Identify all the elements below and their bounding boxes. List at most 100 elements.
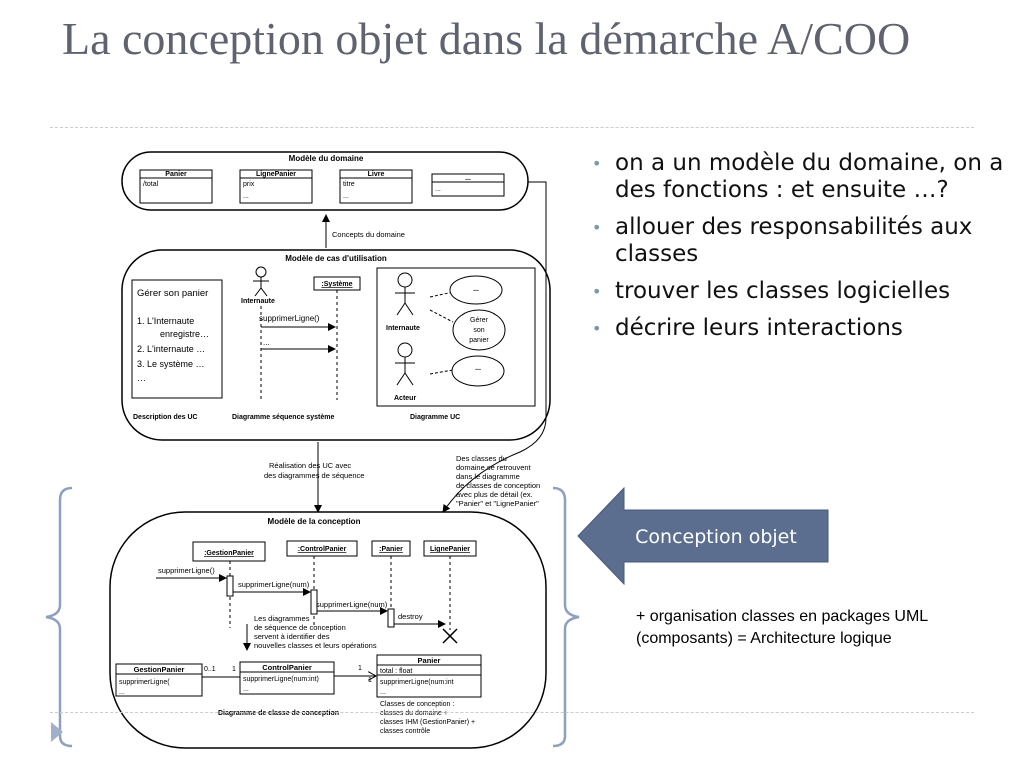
concepts-label: Concepts du domaine bbox=[332, 230, 405, 239]
multiplicity: 1 bbox=[358, 665, 362, 672]
realisation-note: Réalisation des UC avec bbox=[269, 461, 351, 470]
design-classes-text: classes du domaine + bbox=[380, 710, 448, 717]
domain-class-panier: Panier /total bbox=[139, 169, 213, 204]
ssd-msg-label: supprimerLigne() bbox=[259, 314, 320, 323]
corner-triangle-icon bbox=[51, 722, 63, 742]
bullet-dot-icon: • bbox=[592, 282, 602, 301]
bullet-item: • trouver les classes logicielles bbox=[592, 278, 1012, 305]
ucd-caption: Diagramme UC bbox=[410, 414, 460, 421]
classes-note: dans le diagramme bbox=[456, 472, 520, 481]
seq-activation bbox=[310, 589, 318, 615]
class-attr: /total bbox=[143, 181, 159, 188]
multiplicity: 1 bbox=[368, 677, 372, 684]
design-note: servent à identifier des bbox=[254, 632, 330, 641]
classes-note: avec plus de détail (ex. bbox=[456, 490, 533, 499]
class-name: Panier bbox=[165, 171, 187, 178]
bullet-dot-icon: • bbox=[592, 154, 602, 173]
class-name: ... bbox=[465, 175, 471, 182]
seq-msg-label: supprimerLigne() bbox=[158, 566, 215, 575]
classes-note: domaine se retrouvent bbox=[456, 463, 532, 472]
right-brace-icon bbox=[552, 486, 580, 748]
seq-object-label: :ControlPanier bbox=[298, 546, 347, 553]
class-name: LignePanier bbox=[256, 171, 296, 178]
class-name: ControlPanier bbox=[262, 663, 312, 672]
classes-note: "Panier" et "LignePanier" bbox=[456, 499, 539, 508]
class-more: ... bbox=[243, 686, 249, 693]
ucd-link bbox=[429, 309, 454, 323]
design-caption: Diagramme de classe de conception bbox=[218, 710, 339, 717]
design-note: de séquence de conception bbox=[254, 623, 346, 632]
seq-activation bbox=[226, 575, 234, 597]
uc-step: enregistre… bbox=[160, 329, 209, 339]
ssd-msg-label: ... bbox=[263, 338, 270, 347]
callout-arrow-shape bbox=[577, 486, 829, 586]
bullet-text: allouer des responsabilités aux classes bbox=[615, 214, 973, 267]
design-class-gestionpanier: GestionPanier supprimerLigne( ... bbox=[115, 663, 203, 697]
design-note: Les diagrammes bbox=[254, 614, 310, 623]
seq-object-label: :GestionPanier bbox=[204, 550, 254, 557]
design-class-panier: Panier total : float supprimerLigne(num:… bbox=[376, 654, 482, 698]
bullet-list: • on a un modèle du domaine, on a des fon… bbox=[592, 150, 1012, 352]
left-brace-icon bbox=[45, 486, 73, 748]
ucd-usecase bbox=[451, 355, 505, 387]
title-divider bbox=[50, 127, 974, 128]
class-more: ... bbox=[380, 689, 386, 696]
uc-title: Gérer son panier bbox=[137, 288, 208, 299]
multiplicity: 1 bbox=[232, 666, 236, 673]
design-class-controlpanier: ControlPanier supprimerLigne(num:int) ..… bbox=[239, 661, 335, 695]
class-name: Livre bbox=[368, 171, 385, 178]
seq-msg-label: supprimerLigne(num) bbox=[238, 580, 310, 589]
class-op: supprimerLigne(num:int) bbox=[243, 676, 319, 683]
ucd-actor-label: Acteur bbox=[394, 395, 416, 402]
classes-note: de classes de conception bbox=[456, 481, 540, 490]
seq-activation bbox=[387, 608, 395, 628]
uc-caption: Description des UC bbox=[133, 414, 198, 421]
footer-divider bbox=[50, 712, 974, 713]
class-attr: titre bbox=[343, 181, 355, 188]
bullet-text: trouver les classes logicielles bbox=[615, 278, 951, 304]
callout-text: + organisation classes en packages UML (… bbox=[636, 608, 928, 647]
domain-model-title: Modèle du domaine bbox=[289, 154, 364, 163]
uc-step: 3. Le système … bbox=[137, 359, 205, 369]
seq-msg-label: destroy bbox=[398, 612, 423, 621]
multiplicity: 0..1 bbox=[204, 666, 216, 673]
ssd-system-label: :Système bbox=[321, 281, 352, 288]
classes-note: Des classes du bbox=[456, 454, 507, 463]
domain-class-more: ... ... bbox=[431, 173, 505, 197]
class-more: ... bbox=[435, 186, 441, 193]
ucd-actor-label: Internaute bbox=[386, 325, 420, 332]
class-name: GestionPanier bbox=[134, 665, 185, 674]
usecase-model: Modèle de cas d'utilisation Gérer son pa… bbox=[121, 249, 551, 441]
ucd-usecase bbox=[449, 275, 503, 305]
seq-object-gestionpanier bbox=[192, 541, 266, 562]
bullet-text: décrire leurs interactions bbox=[615, 315, 903, 341]
seq-object-label: :Panier bbox=[379, 546, 403, 553]
bullet-item: • décrire leurs interactions bbox=[592, 315, 1012, 342]
design-classes-text: classes IHM (GestionPanier) + bbox=[380, 719, 475, 726]
ucd-usecase-label: panier bbox=[469, 337, 489, 344]
design-classes-text: Classes de conception : bbox=[380, 701, 454, 708]
design-model: Modèle de la conception :GestionPanier :… bbox=[109, 511, 547, 749]
domain-class-livre: Livre titre ... bbox=[339, 169, 413, 204]
bullet-dot-icon: • bbox=[592, 319, 602, 338]
callout-arrow-label: Conception objet bbox=[635, 526, 797, 548]
uc-step: 1. L'Internaute bbox=[137, 316, 194, 326]
ucd-link bbox=[429, 369, 454, 375]
bullet-item: • allouer des responsabilités aux classes bbox=[592, 214, 1012, 268]
bullet-dot-icon: • bbox=[592, 218, 602, 237]
seq-object-label: LignePanier bbox=[430, 546, 470, 553]
bullet-item: • on a un modèle du domaine, on a des fon… bbox=[592, 150, 1012, 204]
ucd-usecase-label: ... bbox=[475, 365, 481, 372]
destroy-cross-icon bbox=[442, 628, 458, 644]
class-op: supprimerLigne( bbox=[119, 679, 170, 686]
ucd-actor-internaute bbox=[395, 272, 415, 316]
class-name: Panier bbox=[418, 656, 441, 665]
ssd-caption: Diagramme séquence système bbox=[232, 414, 334, 421]
uc-step: 2. L'internaute … bbox=[137, 344, 205, 354]
ucd-usecase-label: son bbox=[473, 327, 484, 334]
bullet-text: on a un modèle du domaine, on a des fonc… bbox=[615, 150, 1004, 203]
classes-arrow bbox=[442, 181, 547, 513]
class-more: ... bbox=[243, 193, 249, 200]
uc-step: … bbox=[137, 373, 146, 383]
